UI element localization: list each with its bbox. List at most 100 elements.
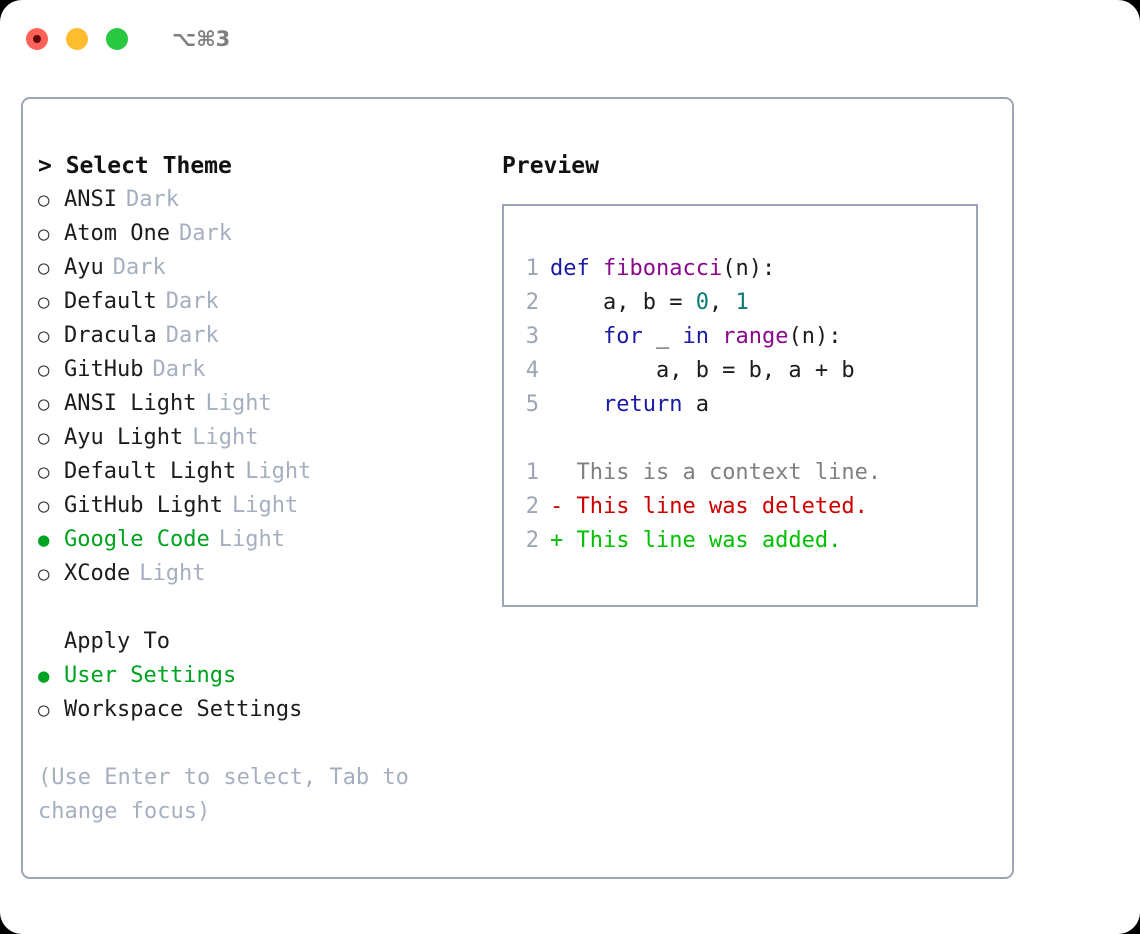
code-token-plain: a, b = b, a + b <box>550 358 855 383</box>
window-controls <box>26 28 128 50</box>
radio-unselected-icon: ○ <box>38 189 50 211</box>
line-number: 4 <box>525 358 539 383</box>
radio-selected-icon: ● <box>38 665 50 687</box>
theme-option-github[interactable]: ○ GitHub Dark <box>38 353 508 387</box>
code-token-plain: _ <box>642 324 683 349</box>
line-number: 5 <box>525 392 539 417</box>
apply-to-section: Apply To ●User Settings○Workspace Settin… <box>38 625 508 727</box>
title-bar: ⌥⌘3 <box>0 0 1140 78</box>
theme-option-google-code[interactable]: ● Google Code Light <box>38 523 508 557</box>
diff-line: 1 This is a context line. <box>504 456 976 490</box>
select-theme-header: > Select Theme <box>38 153 232 179</box>
line-number: 2 <box>525 528 539 553</box>
radio-unselected-icon: ○ <box>38 291 50 313</box>
line-number: 2 <box>525 290 539 315</box>
code-token-plain: (n): <box>722 256 776 281</box>
theme-option-label: ANSI Light <box>64 391 197 416</box>
code-token-plain <box>550 324 603 349</box>
code-token-plain <box>709 324 722 349</box>
code-token-plain: a <box>682 392 709 417</box>
code-token-kw: def <box>550 256 603 281</box>
radio-unselected-icon: ○ <box>38 495 50 517</box>
code-line-content: def fibonacci(n): <box>550 252 775 286</box>
diff-sample: 1 This is a context line.2- This line wa… <box>504 456 976 558</box>
radio-unselected-icon: ○ <box>38 257 50 279</box>
radio-unselected-icon: ○ <box>38 359 50 381</box>
theme-option-label: ANSI <box>64 187 117 212</box>
apply-to-option-label: Workspace Settings <box>64 697 303 722</box>
radio-unselected-icon: ○ <box>38 427 50 449</box>
keyboard-shortcut-label: ⌥⌘3 <box>172 27 231 51</box>
close-window-button[interactable] <box>26 28 48 50</box>
code-token-fn: fibonacci <box>602 256 723 281</box>
diff-marker: + <box>550 528 564 553</box>
theme-option-label: XCode <box>64 561 131 586</box>
theme-variant-tag: Dark <box>165 289 219 314</box>
theme-option-label: Ayu <box>64 255 104 280</box>
radio-selected-icon: ● <box>38 529 50 551</box>
code-token-plain: , <box>708 290 736 315</box>
code-token-plain: (n): <box>788 324 842 349</box>
radio-unselected-icon: ○ <box>38 461 50 483</box>
theme-variant-tag: Light <box>218 527 285 552</box>
theme-variant-tag: Light <box>192 425 259 450</box>
preview-title: Preview <box>502 153 599 179</box>
theme-option-label: GitHub Light <box>64 493 223 518</box>
theme-option-label: Google Code <box>64 527 210 552</box>
code-token-kw: in <box>682 324 709 349</box>
theme-variant-tag: Dark <box>152 357 206 382</box>
theme-option-atom-one[interactable]: ○ Atom One Dark <box>38 217 508 251</box>
theme-variant-tag: Dark <box>178 221 232 246</box>
zoom-window-button[interactable] <box>106 28 128 50</box>
diff-line-text: This is a context line. <box>563 460 882 485</box>
diff-line-text: This line was deleted. <box>563 494 868 519</box>
code-token-num: 1 <box>735 290 749 315</box>
apply-to-list: ●User Settings ○ Workspace Settings <box>38 659 508 727</box>
minimize-window-button[interactable] <box>66 28 88 50</box>
diff-marker <box>550 456 563 490</box>
code-token-kw: for <box>602 324 643 349</box>
theme-option-label: Atom One <box>64 221 170 246</box>
code-line-content: a, b = b, a + b <box>550 354 855 388</box>
code-line-content: a, b = 0, 1 <box>550 286 749 320</box>
diff-line: 2+ This line was added. <box>504 524 976 558</box>
code-token-kw: return <box>602 392 683 417</box>
radio-unselected-icon: ○ <box>38 563 50 585</box>
theme-option-label: Dracula <box>64 323 157 348</box>
code-line: 5 return a <box>504 388 976 422</box>
line-number: 3 <box>525 324 539 349</box>
code-token-plain <box>550 392 603 417</box>
theme-variant-tag: Light <box>245 459 312 484</box>
code-token-plain: a, b = <box>550 290 696 315</box>
theme-option-xcode[interactable]: ○ XCode Light <box>38 557 508 591</box>
apply-to-option-user-settings[interactable]: ●User Settings <box>38 659 508 693</box>
radio-unselected-icon: ○ <box>38 325 50 347</box>
radio-unselected-icon: ○ <box>38 223 50 245</box>
code-line-content: return a <box>550 388 709 422</box>
apply-to-option-workspace-settings[interactable]: ○ Workspace Settings <box>38 693 508 727</box>
theme-variant-tag: Light <box>139 561 206 586</box>
code-line: 2 a, b = 0, 1 <box>504 286 976 320</box>
line-number: 2 <box>525 494 539 519</box>
diff-line: 2- This line was deleted. <box>504 490 976 524</box>
code-line: 3 for _ in range(n): <box>504 320 976 354</box>
theme-option-label: GitHub <box>64 357 144 382</box>
code-line-content: for _ in range(n): <box>550 320 841 354</box>
line-number: 1 <box>525 256 539 281</box>
preview-spacer <box>504 422 976 456</box>
code-token-num: 0 <box>695 290 709 315</box>
radio-unselected-icon: ○ <box>38 699 50 721</box>
code-token-fn: range <box>722 324 789 349</box>
